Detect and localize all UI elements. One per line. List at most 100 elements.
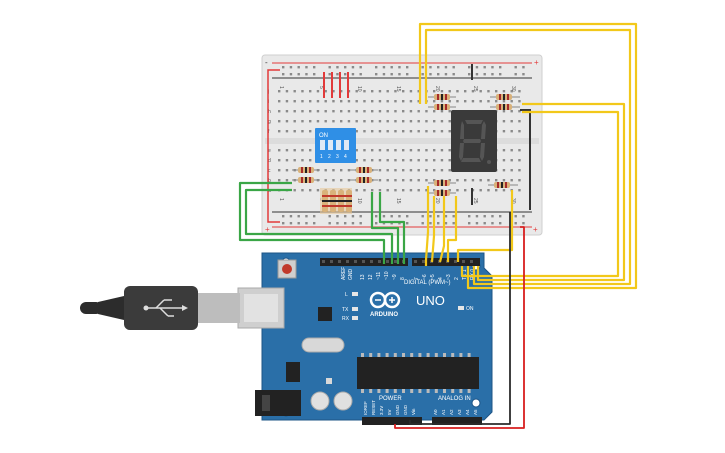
led-l xyxy=(352,292,358,296)
rail-hole xyxy=(437,66,440,69)
yellow-wire[interactable] xyxy=(424,28,632,286)
analog-header[interactable] xyxy=(432,417,482,425)
dip-toggle-3[interactable] xyxy=(336,140,341,150)
yellow-wire[interactable] xyxy=(460,110,620,278)
breadboard-hole xyxy=(363,149,366,152)
breadboard-hole xyxy=(285,149,289,152)
dip-switch[interactable]: ON 1 2 3 4 xyxy=(315,128,356,163)
dip-number: 4 xyxy=(344,154,347,160)
breadboard-hole xyxy=(518,130,521,133)
rail-hole xyxy=(289,222,293,225)
chip-leg xyxy=(369,353,373,357)
green-wire[interactable] xyxy=(238,181,386,264)
rail-hole xyxy=(468,222,471,225)
rail-hole xyxy=(491,73,494,76)
rail-hole xyxy=(336,66,339,69)
seven-segment-display[interactable]: 8 xyxy=(0,0,497,172)
resistor[interactable] xyxy=(428,94,456,100)
resistor[interactable] xyxy=(488,182,518,188)
column-numbers-top: 1 5 10 15 20 25 30 xyxy=(278,86,516,92)
breadboard-hole xyxy=(285,159,289,162)
power-header[interactable] xyxy=(362,417,422,425)
arduino-uno[interactable]: AREF GND 13 12 ~11 ~10 ~9 8 7 ~6 ~5 4 ~3… xyxy=(255,252,493,425)
rail-hole xyxy=(359,66,362,69)
breadboard-black-jumpers[interactable] xyxy=(471,64,531,210)
rail-hole xyxy=(468,73,471,76)
rail-hole xyxy=(421,66,424,69)
segment-c xyxy=(480,143,485,161)
rail-hole xyxy=(390,215,393,218)
resistor[interactable] xyxy=(490,94,520,100)
breadboard-hole xyxy=(502,130,506,133)
rail-hole xyxy=(522,222,525,225)
rail-hole xyxy=(313,222,316,225)
usb-cable[interactable] xyxy=(80,286,285,330)
wires-yellow[interactable] xyxy=(418,22,638,290)
pin-label: 13 xyxy=(360,274,366,280)
green-wire[interactable] xyxy=(244,188,394,264)
breadboard-hole xyxy=(386,189,389,192)
rail-hole xyxy=(398,215,401,218)
resistor[interactable] xyxy=(428,104,456,110)
rail-hole xyxy=(429,73,432,76)
green-wire[interactable] xyxy=(370,192,400,264)
rail-hole xyxy=(305,66,308,69)
breadboard[interactable]: - + + + j i h g f e d c b a 1 5 10 15 20… xyxy=(261,54,543,236)
breadboard-red-loop[interactable] xyxy=(267,69,280,223)
resistors[interactable] xyxy=(292,94,520,214)
rail-hole xyxy=(437,215,440,218)
resistor[interactable] xyxy=(350,177,378,183)
resistor[interactable] xyxy=(350,167,378,173)
wires-green[interactable] xyxy=(238,181,406,264)
pin-label: 5V xyxy=(387,409,392,415)
breadboard-hole xyxy=(386,149,389,152)
reset-button-cap[interactable] xyxy=(282,264,292,274)
yellow-wire[interactable] xyxy=(430,196,436,263)
chip-leg xyxy=(377,389,381,393)
wires-power[interactable] xyxy=(394,212,525,429)
chip-leg xyxy=(410,353,414,357)
black-ground-wire[interactable] xyxy=(409,212,511,425)
pin-label: A4 xyxy=(465,409,470,415)
resistor[interactable] xyxy=(292,167,320,173)
breadboard-hole xyxy=(363,159,366,162)
rail-hole xyxy=(499,66,502,69)
capacitor xyxy=(310,391,330,411)
rail-hole xyxy=(452,215,455,218)
rail-hole xyxy=(437,73,440,76)
led-tx-label: TX xyxy=(342,307,349,313)
breadboard-hole xyxy=(409,120,413,123)
green-wire[interactable] xyxy=(378,192,406,264)
breadboard-hole xyxy=(355,100,358,103)
resistor[interactable] xyxy=(428,190,456,196)
resistor[interactable] xyxy=(490,104,520,110)
analog-pin-labels: A0 A1 A2 A3 A4 A5 xyxy=(433,409,478,415)
red-power-wire[interactable] xyxy=(394,226,525,429)
dip-toggle-4[interactable] xyxy=(344,140,349,150)
dip-number: 3 xyxy=(336,154,339,160)
dip-toggle-2[interactable] xyxy=(328,140,333,150)
resistor[interactable] xyxy=(292,177,320,183)
breadboard-red-jumpers[interactable] xyxy=(323,72,349,98)
yellow-wire[interactable] xyxy=(456,190,514,262)
breadboard-hole xyxy=(355,110,358,113)
breadboard-hole xyxy=(355,130,358,133)
power-jack[interactable] xyxy=(255,390,301,416)
dip-toggle-1[interactable] xyxy=(320,140,325,150)
resistor[interactable] xyxy=(428,180,456,186)
black-jumper-right[interactable] xyxy=(520,109,531,210)
yellow-wire[interactable] xyxy=(438,196,446,263)
yellow-wire[interactable] xyxy=(418,22,638,290)
breadboard-hole xyxy=(309,110,312,113)
breadboard-hole xyxy=(394,159,397,162)
yellow-wire[interactable] xyxy=(446,196,458,262)
chip-leg xyxy=(385,389,389,393)
breadboard-hole xyxy=(394,179,397,182)
chip-leg xyxy=(451,353,455,357)
chip-leg xyxy=(434,389,438,393)
pin-label: IOREF xyxy=(363,401,368,415)
header-pin xyxy=(346,260,349,263)
resistor-pack[interactable] xyxy=(320,188,352,214)
yellow-wire[interactable] xyxy=(424,186,430,266)
chip-leg xyxy=(385,353,389,357)
